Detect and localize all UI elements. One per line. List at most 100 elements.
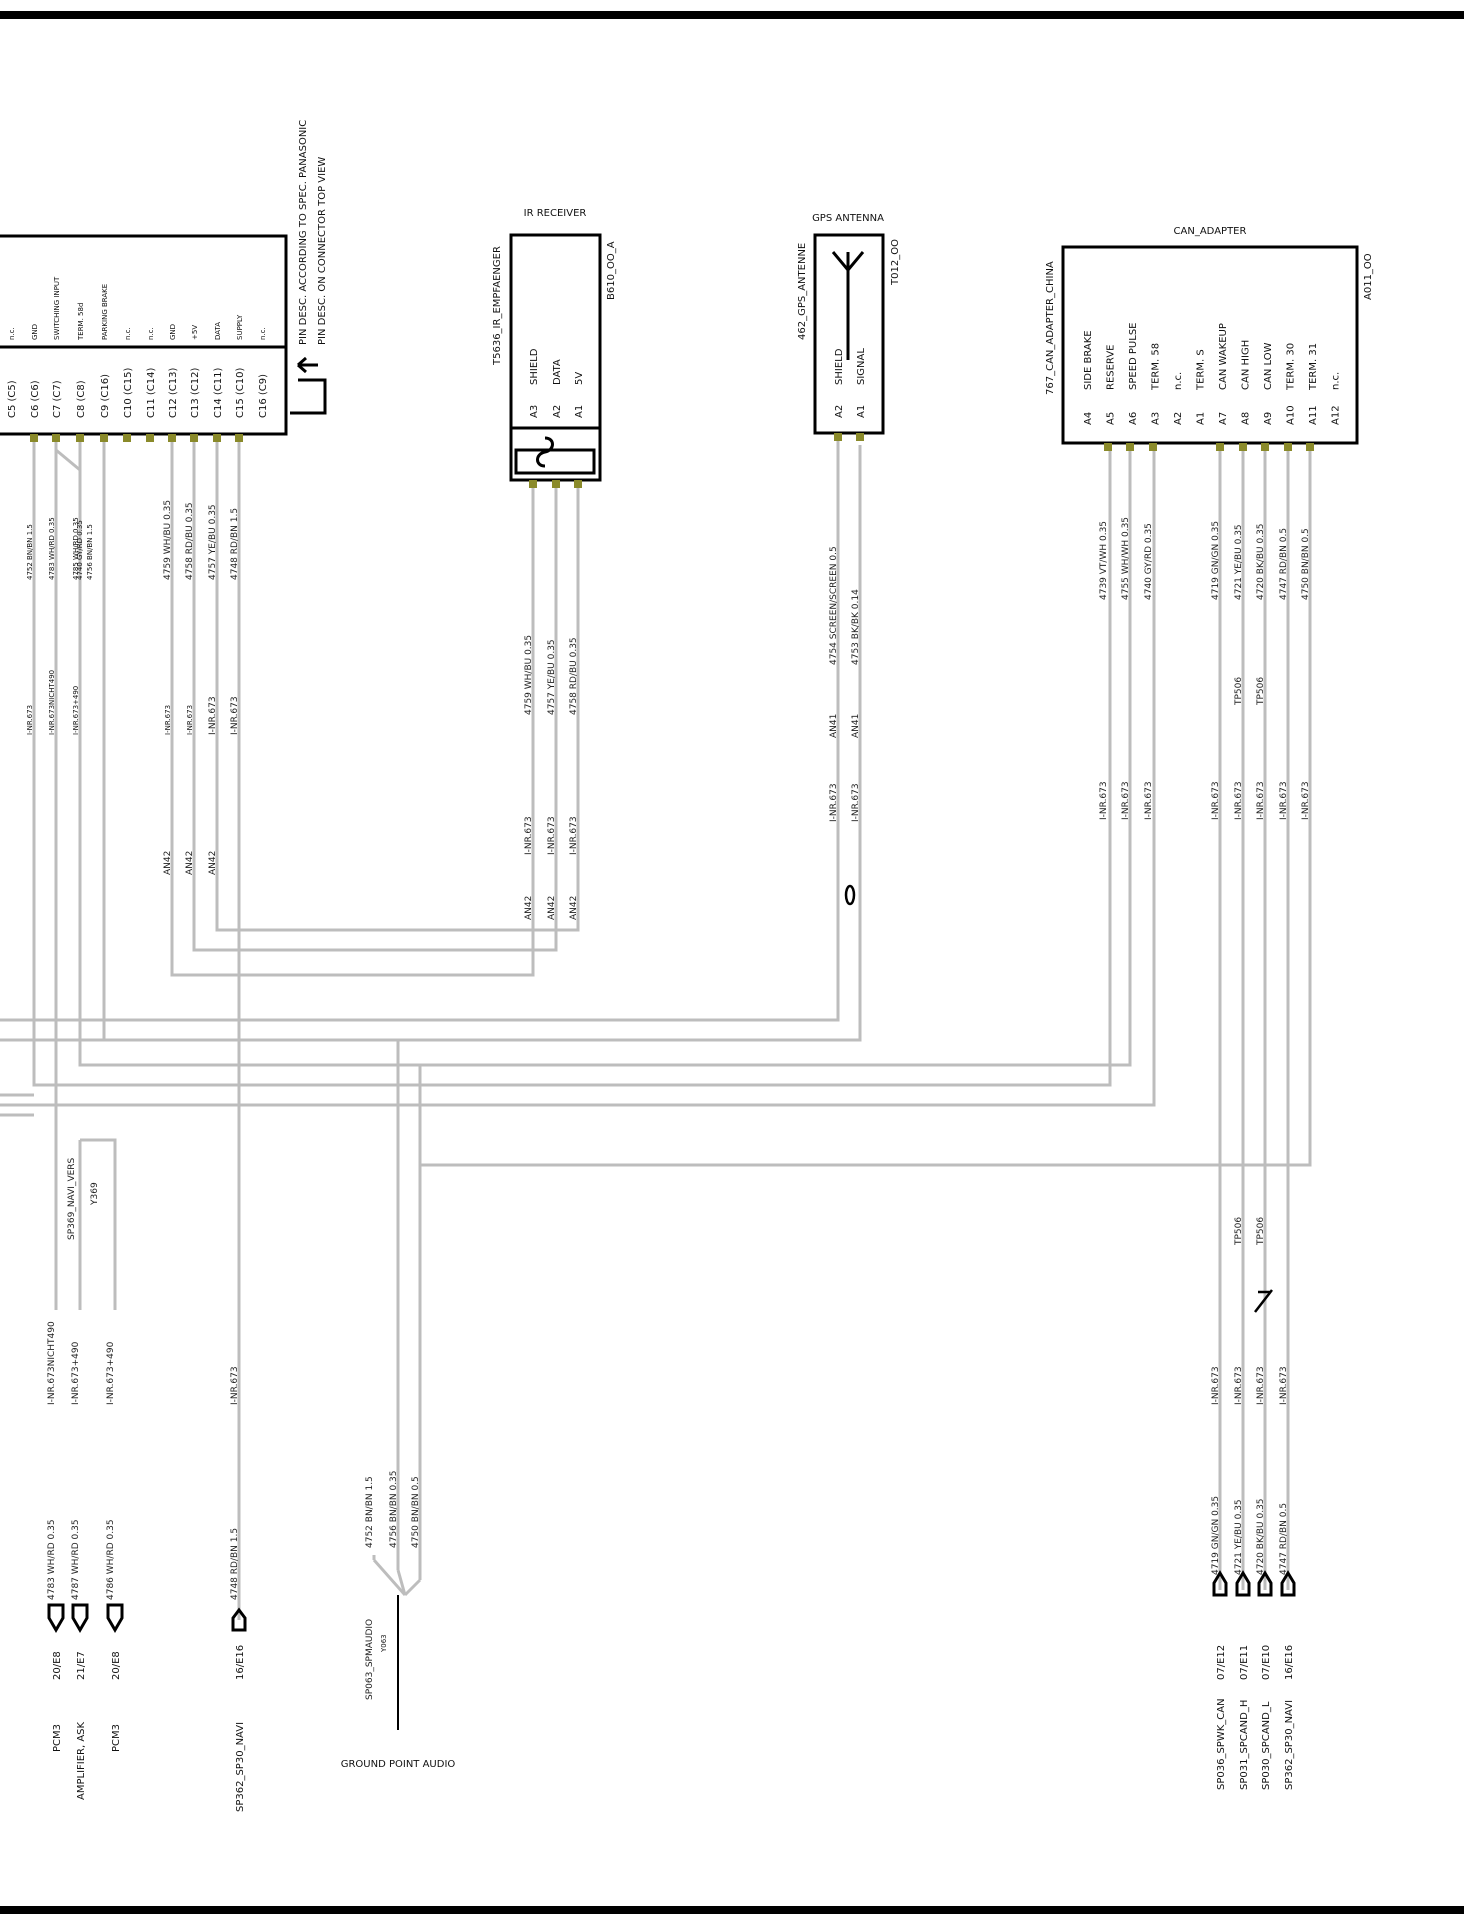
inr-nicht490-label: I-NR.673NICHT490 (47, 1321, 57, 1405)
can-wire-label: 4740 GY/RD 0.35 (1144, 523, 1154, 600)
main-wire-label: 4752 BN/BN 1.5 (26, 524, 34, 580)
can-pin-terminal (1239, 443, 1247, 451)
gps-antenna-name: 462_GPS_ANTENNE (797, 243, 808, 340)
can-adapter-name: 767_CAN_ADAPTER_CHINA (1045, 261, 1056, 395)
main-wire-label: 4740 GY/RD 0.35 (76, 520, 84, 580)
bottom-right-destination: SP036_SPWK_CAN (1216, 1698, 1227, 1790)
tp506-label: TP506 (1234, 677, 1244, 706)
gps-pin-id: A2 (834, 405, 845, 418)
main-pin-id: C12 (C13) (168, 368, 179, 418)
ir-receiver-title: IR RECEIVER (524, 208, 587, 219)
can-pin-function: CAN WAKEUP (1218, 323, 1229, 390)
main-pin-function: n.c. (259, 327, 267, 340)
can-wire-id-label: I-NR.673 (1301, 781, 1311, 820)
ir-receiver-name: T5636_IR_EMPFAENGER (492, 246, 503, 366)
ir-receiver-connector: IR RECEIVER T5636_IR_EMPFAENGER B610_OO_… (492, 208, 617, 488)
can-pin-id: A7 (1218, 412, 1229, 425)
tp506-label: TP506 (1234, 1217, 1244, 1246)
main-wire-label: 4748 RD/BN 1.5 (230, 508, 240, 580)
bottom-border (0, 1906, 1464, 1914)
gps-pin-function: SIGNAL (856, 348, 867, 385)
ir-pin-terminal (552, 480, 560, 488)
ir-wire-label: 4758 RD/BU 0.35 (569, 637, 579, 715)
ir-wire-id-label: I-NR.673 (547, 816, 557, 855)
can-adapter-title: CAN_ADAPTER (1174, 226, 1247, 237)
gps-pin-terminal (856, 433, 864, 441)
y369-label: Y369 (90, 1182, 100, 1206)
an41-label: AN41 (851, 714, 861, 738)
can-pin-function: n.c. (1173, 372, 1184, 390)
can-pin-function: TERM. 31 (1308, 343, 1319, 391)
main-pin-function: SUPPLY (236, 314, 244, 340)
bottom-right-page-ref: 16/E16 (1284, 1645, 1295, 1680)
main-pin-id: C11 (C14) (146, 368, 157, 418)
inr-plus490-label: I-NR.673+490 (106, 1341, 116, 1405)
bottom-right-terminals: 4719 GN/GN 0.3507/E12SP036_SPWK_CAN4721 … (1211, 1496, 1296, 1790)
main-pin-function: TERM. 58d (77, 303, 85, 341)
connector-terminal-icon (231, 1607, 247, 1632)
can-pin-id: A11 (1308, 405, 1319, 425)
ir-an42-label: AN42 (547, 896, 557, 920)
main-wire-label: 4756 BN/BN 1.5 (86, 524, 94, 580)
bottom-left-destination: PCM3 (111, 1724, 122, 1752)
bottom-left-page-ref: 21/E7 (76, 1651, 87, 1680)
bottom-right-page-ref: 07/E11 (1239, 1645, 1250, 1680)
ir-an42-label: AN42 (569, 896, 579, 920)
can-pin-id: A5 (1106, 412, 1117, 425)
main-pin-terminal (235, 434, 243, 442)
ir-wire-id-label: I-NR.673 (569, 816, 579, 855)
pin-desc-line-2: PIN DESC. ON CONNECTOR TOP VIEW (317, 157, 328, 345)
connector-terminal-icon (1212, 1570, 1228, 1597)
bottom-left-destination: AMPLIFIER, ASK (76, 1721, 87, 1800)
top-border (0, 11, 1464, 19)
ir-pin-terminal (529, 480, 537, 488)
gps-antenna-code: T012_OO (890, 239, 901, 286)
sp369-label: SP369_NAVI_VERS (67, 1157, 77, 1240)
main-pin-terminal (76, 434, 84, 442)
an42-label: AN42 (185, 851, 195, 875)
can-pin-terminal (1126, 443, 1134, 451)
connector-terminal-icon (47, 1603, 65, 1633)
annotations: SP369_NAVI_VERS Y369 SP063_SPMAUDIO Y063… (67, 1157, 455, 1770)
can-pin-id: A1 (1196, 412, 1207, 425)
main-wire-label: 4757 YE/BU 0.35 (208, 504, 218, 580)
audio-wire-label: 4750 BN/BN 0.5 (411, 1476, 421, 1548)
can-pin-terminal (1104, 443, 1112, 451)
main-pin-terminal (213, 434, 221, 442)
bottom-left-destination: SP362_SP30_NAVI (235, 1722, 246, 1812)
main-pin-terminal (190, 434, 198, 442)
can-pin-function: RESERVE (1106, 345, 1117, 391)
tp506-label: TP506 (1256, 1217, 1266, 1246)
main-wire-id-label: I-NR.673 (186, 705, 194, 735)
bottom-left-wire-label: 4787 WH/RD 0.35 (71, 1519, 81, 1600)
can-wire-id-label: I-NR.673 (1279, 781, 1289, 820)
connector-terminal-icon (1280, 1570, 1296, 1597)
gps-wire-id-label: I-NR.673 (829, 783, 839, 822)
main-wire-label: 4783 WH/RD 0.35 (48, 517, 56, 580)
main-pin-function: DATA (214, 322, 222, 340)
ir-wire-label: 4759 WH/BU 0.35 (524, 635, 534, 715)
main-wire-id-label: I-NR.673+490 (72, 686, 80, 735)
main-pin-function: +5V (191, 325, 199, 340)
bottom-right-wire-label: 4720 BK/BU 0.35 (1256, 1498, 1266, 1575)
main-wire-label: 4759 WH/BU 0.35 (163, 500, 173, 580)
can-wire-label: 4747 RD/BN 0.5 (1279, 528, 1289, 600)
ir-an42-label: AN42 (524, 896, 534, 920)
bottom-right-page-ref: 07/E10 (1261, 1645, 1272, 1680)
bottom-left-page-ref: 20/E8 (52, 1651, 63, 1680)
connector-terminal-icon (71, 1603, 89, 1633)
shield-twist-icon (844, 884, 856, 906)
main-pin-function: n.c. (147, 327, 155, 340)
sp063-label: SP063_SPMAUDIO (365, 1619, 375, 1700)
can-pin-id: A3 (1151, 412, 1162, 425)
ir-wire-label: 4757 YE/BU 0.35 (547, 639, 557, 715)
ir-pin-function: DATA (552, 359, 563, 385)
can-pin-id: A10 (1286, 405, 1297, 425)
can-wire-id-label: I-NR.673 (1121, 781, 1131, 820)
main-pin-terminal (100, 434, 108, 442)
